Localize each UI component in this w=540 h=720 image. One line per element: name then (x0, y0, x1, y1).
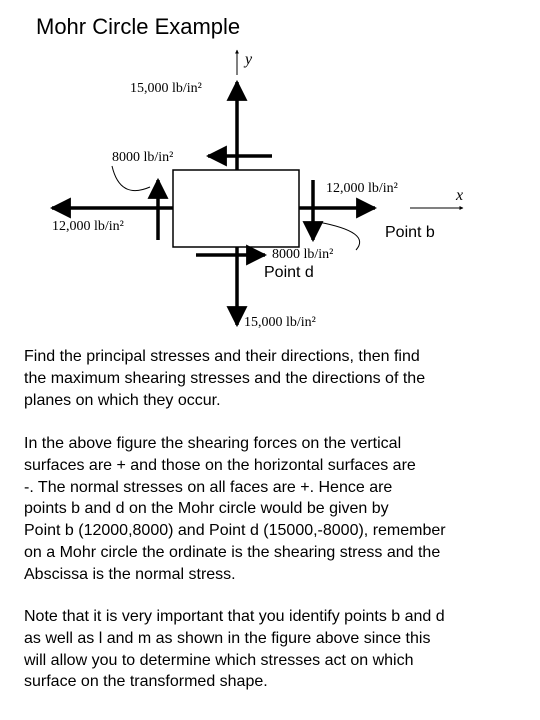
stress-label-top-normal: 15,000 lb/in² (130, 81, 202, 96)
paragraph-line: the maximum shearing stresses and the di… (24, 369, 426, 387)
paragraph-line: -. The normal stresses on all faces are … (24, 478, 393, 496)
paragraph-line: planes on which they occur. (24, 391, 221, 409)
paragraph-line: Point b (12000,8000) and Point d (15000,… (24, 522, 446, 540)
x-axis-label: x (455, 187, 463, 204)
paragraph-line: surface on the transformed shape. (24, 673, 268, 691)
page-title: Mohr Circle Example (36, 14, 241, 39)
paragraph-line: as well as l and m as shown in the figur… (24, 629, 431, 647)
stress-label-bottom-shear: 8000 lb/in² (272, 247, 333, 262)
point-d-label: Point d (264, 264, 314, 281)
paragraph-line: Note that it is very important that you … (24, 608, 445, 625)
stress-label-right-normal: 12,000 lb/in² (326, 181, 398, 196)
point-b-label: Point b (385, 224, 435, 241)
shear-leader-top (111, 165, 151, 192)
stress-element-diagram: y x 15,000 lb/in² 8000 lb/in² 12,000 lb/… (49, 49, 464, 330)
paragraph-line: surfaces are + and those on the horizont… (24, 456, 416, 474)
paragraph-line: will allow you to determine which stress… (24, 651, 414, 669)
shear-leader-bottom (317, 221, 361, 251)
paragraph-1: Find the principal stresses and their di… (24, 346, 524, 411)
stress-label-bottom-normal: 15,000 lb/in² (244, 315, 316, 330)
paragraph-line: points b and d on the Mohr circle would … (24, 500, 389, 518)
paragraph-line: on a Mohr circle the ordinate is the she… (24, 543, 441, 561)
paragraph-line: Abscissa is the normal stress. (24, 565, 236, 583)
paragraph-2: In the above figure the shearing forces … (24, 433, 524, 586)
stress-label-top-shear: 8000 lb/in² (112, 150, 173, 165)
paragraph-line: In the above figure the shearing forces … (24, 435, 402, 452)
stress-label-left-normal: 12,000 lb/in² (52, 219, 124, 234)
paragraph-3: Note that it is very important that you … (24, 606, 524, 693)
stress-element-square (172, 169, 300, 248)
paragraph-line: Find the principal stresses and their di… (24, 348, 420, 365)
y-axis-label: y (243, 51, 253, 68)
